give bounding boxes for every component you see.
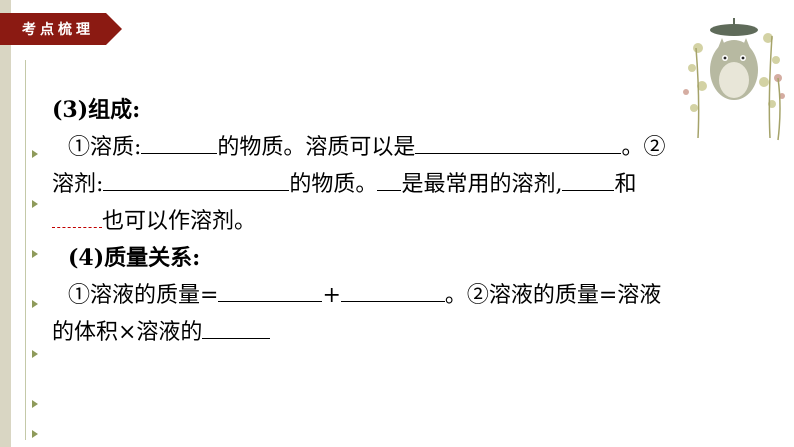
content-line: 也可以作溶剂。 xyxy=(52,203,752,240)
blank-field xyxy=(562,168,615,191)
text-span: 的体积×溶液的 xyxy=(52,320,203,345)
text-span: ①溶液的质量= xyxy=(68,283,219,308)
blank-field xyxy=(52,205,102,228)
section-heading-composition: (3)组成: xyxy=(52,97,141,123)
badge-label: 考点梳理 xyxy=(0,13,106,45)
blank-field xyxy=(218,279,323,302)
text-span: 。② xyxy=(621,135,666,160)
text-span: 是最常用的溶剂, xyxy=(401,172,563,197)
arrow-icon xyxy=(32,350,38,358)
blank-field xyxy=(415,131,622,154)
arrow-icon xyxy=(32,300,38,308)
blank-field xyxy=(340,279,445,302)
blank-field xyxy=(202,316,271,339)
totoro-plant-illustration xyxy=(683,18,785,141)
content-line: ①溶质: 的物质。溶质可以是 。② xyxy=(52,129,752,166)
arrow-icon xyxy=(32,250,38,258)
arrow-icon xyxy=(32,200,38,208)
badge-tip xyxy=(106,13,122,45)
section-heading-mass: (4)质量关系: xyxy=(68,245,201,271)
text-span: 溶剂: xyxy=(52,172,104,197)
arrow-icon xyxy=(32,150,38,158)
decor-vertical-line xyxy=(25,60,26,440)
content-line: 溶剂: 的物质。是最常用的溶剂, 和 xyxy=(52,166,752,203)
content-line: ①溶液的质量= + 。②溶液的质量=溶液 xyxy=(52,277,752,314)
arrow-icon xyxy=(32,400,38,408)
knowledge-content: (3)组成: ①溶质:的物质。溶质可以是。② 溶剂:的物质。是最常用的溶剂,和 … xyxy=(52,92,752,351)
content-line: 的体积×溶液的 xyxy=(52,314,752,351)
text-span: 的物质。 xyxy=(289,172,378,197)
text-span: ①溶质: xyxy=(68,135,142,160)
blank-field xyxy=(141,131,218,154)
section-badge: 考点梳理 xyxy=(0,13,122,45)
arrow-icon xyxy=(32,430,38,438)
blank-field xyxy=(103,168,290,191)
text-span: 也可以作溶剂。 xyxy=(102,209,257,234)
left-decor-bar xyxy=(0,0,11,447)
text-span: 和 xyxy=(614,172,637,197)
blank-field xyxy=(377,168,402,191)
text-span: + xyxy=(322,283,341,308)
text-span: 。②溶液的质量=溶液 xyxy=(444,283,662,308)
text-span: 的物质。溶质可以是 xyxy=(217,135,416,160)
